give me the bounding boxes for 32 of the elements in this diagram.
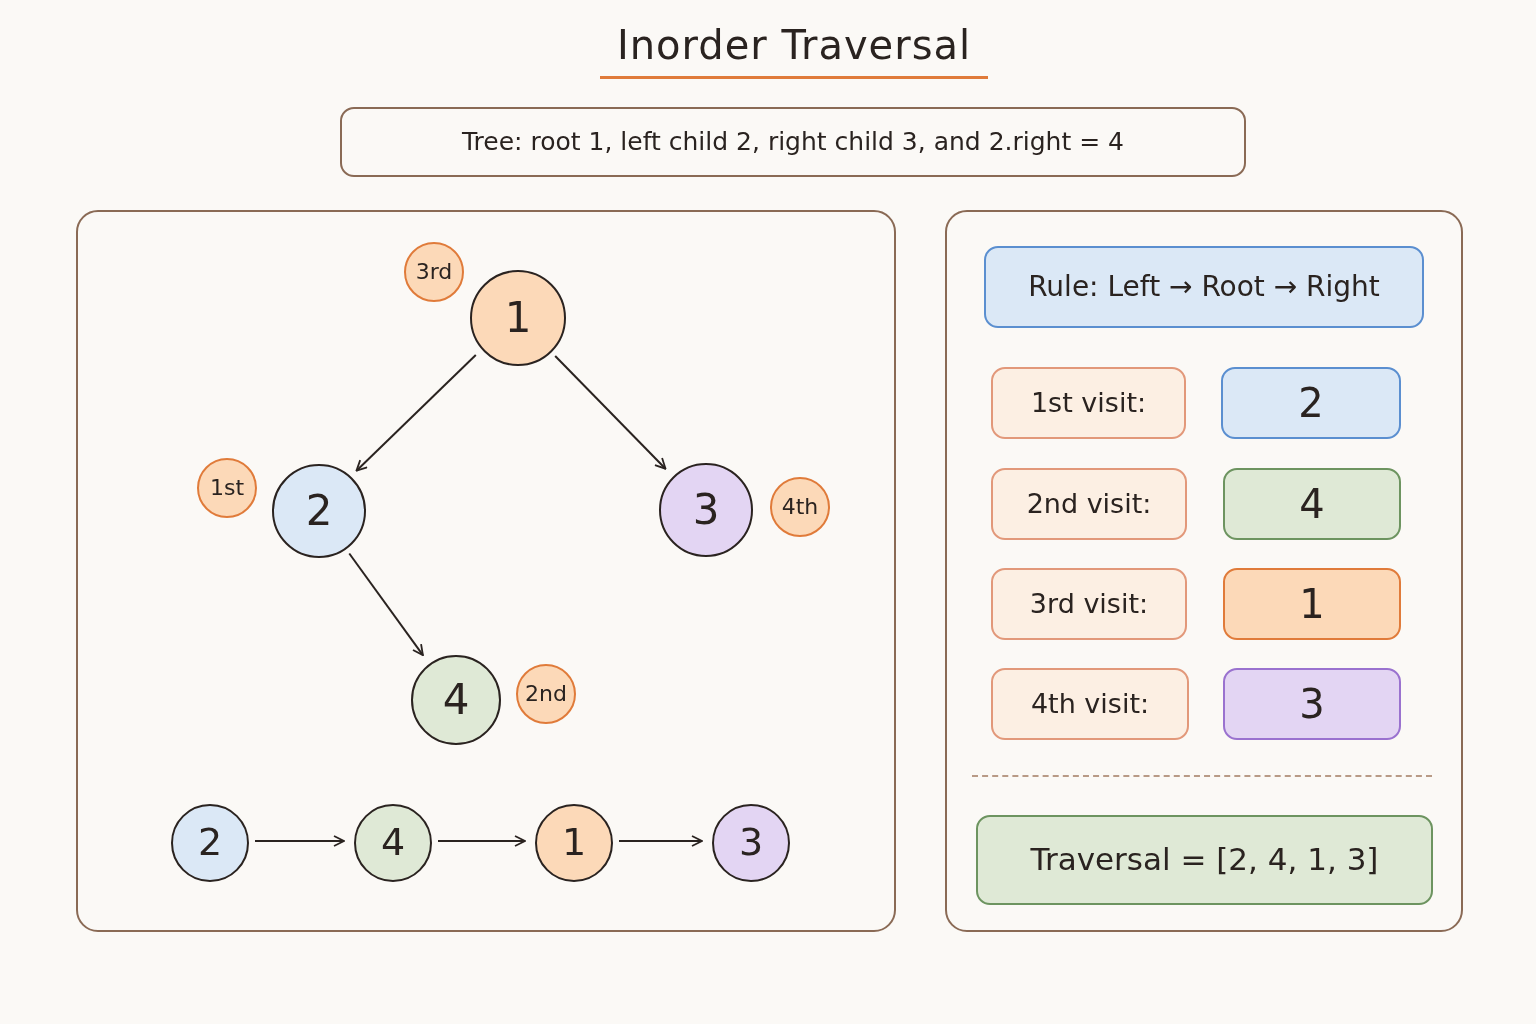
rounded-box: 1st visit:	[991, 367, 1186, 439]
arrow	[618, 835, 703, 847]
note-box: Tree: root 1, left child 2, right child 3, and 2.right = 4	[340, 107, 1246, 177]
circle-node: 4	[354, 804, 432, 882]
order-badge: 2nd	[516, 664, 576, 724]
title: Inorder Traversal	[600, 22, 988, 79]
rounded-box: 2	[1221, 367, 1401, 439]
rounded-box: Rule: Left → Root → Right	[984, 246, 1424, 328]
rounded-box: 4th visit:	[991, 668, 1189, 740]
rounded-box: Traversal = [2, 4, 1, 3]	[976, 815, 1433, 905]
order-badge: 1st	[197, 458, 257, 518]
arrow	[554, 355, 667, 470]
rounded-box: 3	[1223, 668, 1401, 740]
circle-node: 2	[272, 464, 366, 558]
arrow	[348, 552, 424, 657]
rounded-box: 3rd visit:	[991, 568, 1187, 640]
arrow	[254, 835, 345, 847]
rounded-box: 2nd visit:	[991, 468, 1187, 540]
rounded-box: 4	[1223, 468, 1401, 540]
circle-node: 1	[470, 270, 566, 366]
circle-node: 1	[535, 804, 613, 882]
circle-node: 4	[411, 655, 501, 745]
panel	[945, 210, 1463, 932]
circle-node: 3	[659, 463, 753, 557]
order-badge: 4th	[770, 477, 830, 537]
arrow	[437, 835, 526, 847]
circle-node: 2	[171, 804, 249, 882]
panel	[76, 210, 896, 932]
rounded-box: 1	[1223, 568, 1401, 640]
circle-node: 3	[712, 804, 790, 882]
arrow	[355, 354, 477, 472]
order-badge: 3rd	[404, 242, 464, 302]
